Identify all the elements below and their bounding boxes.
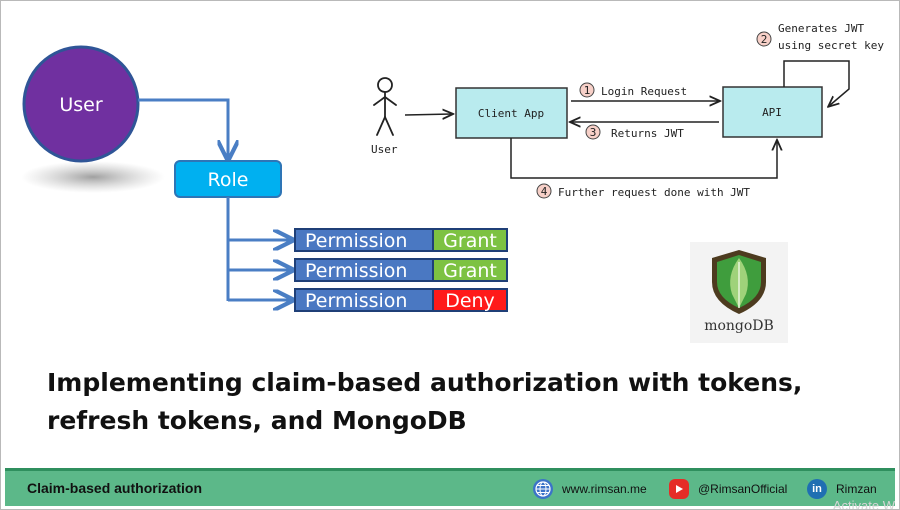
api-box bbox=[722, 86, 823, 138]
stick-figure-icon bbox=[373, 77, 397, 136]
mongodb-logo-text: mongoDB bbox=[704, 318, 774, 334]
permission-label: Permission bbox=[305, 290, 407, 312]
step-text: Login Request bbox=[601, 85, 687, 98]
activation-watermark: Activate W bbox=[832, 498, 895, 510]
linkedin-text: Rimzan bbox=[836, 482, 877, 496]
step-number: 3 bbox=[590, 126, 597, 139]
linkedin-icon: in bbox=[807, 479, 827, 499]
website-text: www.rimsan.me bbox=[562, 482, 647, 496]
step-number: 1 bbox=[584, 84, 591, 97]
permission-label: Permission bbox=[305, 230, 407, 252]
step-number: 4 bbox=[541, 185, 548, 198]
client-app-label: Client App bbox=[478, 107, 544, 120]
permission-status-box bbox=[432, 288, 508, 312]
linkedin-link[interactable]: in Rimzan bbox=[807, 479, 877, 499]
permission-row: Permission Grant bbox=[294, 228, 508, 252]
website-link[interactable]: www.rimsan.me bbox=[533, 479, 647, 499]
step-badge bbox=[579, 82, 595, 98]
user-circle-shadow bbox=[21, 161, 165, 193]
permission-status-label: Grant bbox=[443, 260, 497, 282]
permission-status-label: Grant bbox=[443, 230, 497, 252]
step-text: using secret key bbox=[778, 39, 884, 52]
step-text: Returns JWT bbox=[611, 127, 684, 140]
user-circle bbox=[22, 45, 140, 163]
step-text: Generates JWT bbox=[778, 22, 864, 35]
page-title-line-2: refresh tokens, and MongoDB bbox=[47, 406, 467, 435]
step-number: 2 bbox=[761, 33, 768, 46]
permission-status-box bbox=[432, 258, 508, 282]
role-box-label: Role bbox=[208, 169, 249, 191]
mongodb-logo: mongoDB bbox=[690, 242, 788, 343]
footer-title: Claim-based authorization bbox=[27, 480, 203, 496]
api-label: API bbox=[762, 106, 782, 119]
permission-status-label: Deny bbox=[445, 290, 495, 312]
step-badge bbox=[536, 183, 552, 199]
youtube-text: @RimsanOfficial bbox=[698, 482, 788, 496]
youtube-icon bbox=[669, 479, 689, 499]
user-to-client-arrow bbox=[404, 114, 452, 115]
flow-user-label: User bbox=[371, 143, 398, 156]
permission-label: Permission bbox=[305, 260, 407, 282]
permission-status-box bbox=[432, 228, 508, 252]
user-circle-label: User bbox=[59, 94, 102, 116]
permission-row: Permission Deny bbox=[294, 288, 508, 312]
generate-jwt-loop-arrow bbox=[783, 60, 850, 106]
step-text: Further request done with JWT bbox=[558, 186, 750, 199]
globe-icon bbox=[533, 479, 553, 499]
page-title-line-1: Implementing claim-based authorization w… bbox=[47, 368, 803, 397]
youtube-link[interactable]: @RimsanOfficial bbox=[669, 479, 787, 499]
further-request-arrow bbox=[510, 138, 777, 179]
step-badge bbox=[756, 31, 772, 47]
page-title: Implementing claim-based authorization w… bbox=[47, 364, 867, 440]
user-to-role-arrow bbox=[138, 98, 228, 157]
step-badge bbox=[585, 124, 601, 140]
footer-bar: Claim-based authorization www.rimsan.me … bbox=[5, 468, 895, 506]
mongodb-leaf-icon bbox=[712, 250, 766, 314]
permission-row: Permission Grant bbox=[294, 258, 508, 282]
